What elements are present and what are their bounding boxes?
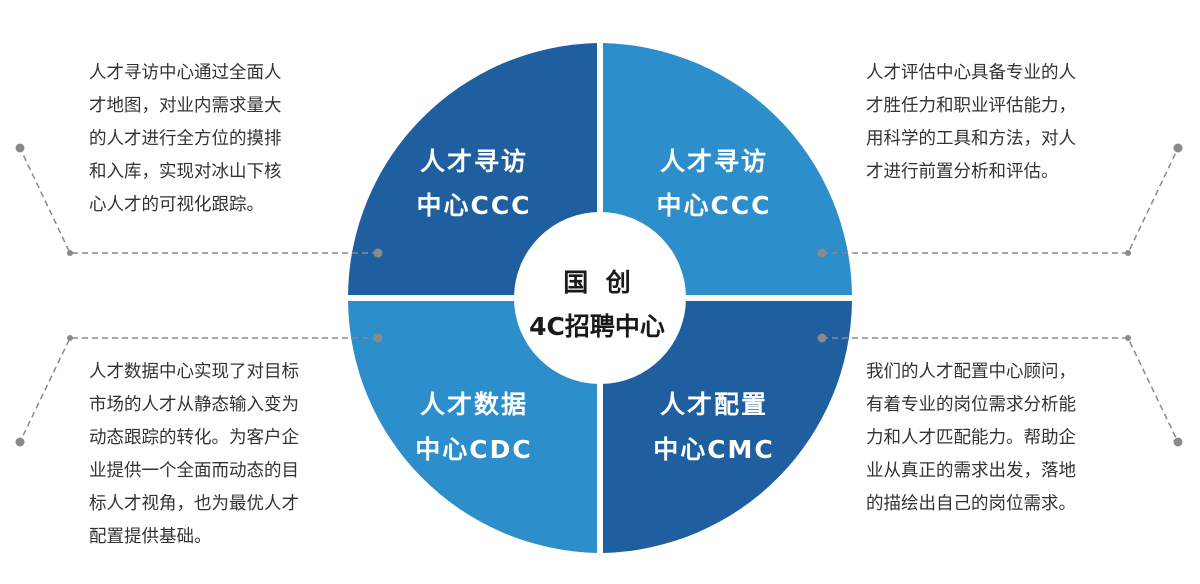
quadrant-bottom-left-title-line1: 人才数据 (420, 390, 528, 419)
center-circle (514, 212, 686, 384)
connector-top-left (19, 147, 378, 254)
description-line: 的人才进行全方位的摸排 (89, 129, 282, 149)
connector-dot-top-right-inner (817, 248, 827, 258)
description-line: 心人才的可视化跟踪。 (89, 195, 264, 215)
description-line: 业从真正的需求出发，落地 (866, 461, 1076, 481)
connector-dot-bottom-right-inner (817, 333, 827, 343)
quadrant-bottom-right-title-line1: 人才配置 (660, 390, 768, 419)
connector-bottom-left (19, 337, 378, 443)
description-line: 人才数据中心实现了对目标 (89, 362, 299, 382)
quadrant-top-left (348, 43, 597, 295)
description-line: 才进行前置分析和评估。 (866, 162, 1059, 182)
description-line: 力和人才匹配能力。帮助企 (866, 428, 1076, 448)
connector-dot-top-right-corner (1125, 250, 1131, 256)
quadrant-bottom-right (603, 301, 852, 553)
description-top-left: 人才寻访中心通过全面人 才地图，对业内需求量大 的人才进行全方位的摸排 和入库，… (89, 57, 282, 222)
quadrant-top-left-title-line2: 中心CCC (416, 191, 531, 220)
description-bottom-left: 人才数据中心实现了对目标 市场的人才从静态输入变为 动态跟踪的转化。为客户企 业… (89, 356, 299, 554)
connector-dot-top-left-inner (373, 248, 383, 258)
description-line: 动态跟踪的转化。为客户企 (89, 428, 299, 448)
description-bottom-right: 我们的人才配置中心顾问， 有着专业的岗位需求分析能 力和人才匹配能力。帮助企 业… (866, 356, 1076, 521)
connector-dot-bottom-left-corner (67, 335, 73, 341)
description-line: 业提供一个全面而动态的目 (89, 461, 299, 481)
description-top-right: 人才评估中心具备专业的人 才胜任力和职业评估能力， 用科学的工具和方法，对人 才… (866, 57, 1076, 189)
description-line: 我们的人才配置中心顾问， (866, 362, 1076, 382)
center-title-line1: 国 创 (563, 268, 630, 297)
quadrant-bottom-left-title-line2: 中心CDC (415, 435, 532, 464)
description-line: 有着专业的岗位需求分析能 (866, 395, 1076, 415)
connector-dot-bottom-right-outer (1173, 437, 1183, 447)
quadrant-top-right (603, 43, 852, 295)
connector-dot-bottom-right-corner (1125, 335, 1131, 341)
quadrant-bottom-right-title-line2: 中心CMC (653, 435, 775, 464)
description-line: 配置提供基础。 (89, 527, 212, 547)
connector-dot-bottom-left-inner (373, 333, 383, 343)
description-line: 市场的人才从静态输入变为 (89, 395, 299, 415)
connector-dot-top-left-outer (15, 143, 25, 153)
connector-dot-top-right-outer (1173, 143, 1183, 153)
description-line: 人才寻访中心通过全面人 (89, 63, 282, 83)
quadrant-bottom-left (348, 301, 597, 553)
description-line: 的描绘出自己的岗位需求。 (866, 494, 1076, 514)
connector-dot-top-left-corner (67, 250, 73, 256)
description-line: 和入库，实现对冰山下核 (89, 162, 282, 182)
description-line: 人才评估中心具备专业的人 (866, 63, 1076, 83)
quadrant-top-right-title-line2: 中心CCC (656, 191, 771, 220)
description-line: 用科学的工具和方法，对人 (866, 129, 1076, 149)
description-line: 才地图，对业内需求量大 (89, 96, 282, 116)
quadrant-top-right-title-line1: 人才寻访 (660, 147, 768, 176)
description-line: 才胜任力和职业评估能力， (866, 96, 1076, 116)
quadrant-top-left-title-line1: 人才寻访 (420, 147, 528, 176)
description-line: 标人才视角，也为最优人才 (89, 494, 299, 514)
connector-dot-bottom-left-outer (15, 437, 25, 447)
center-title-line2: 4C招聘中心 (529, 312, 665, 341)
